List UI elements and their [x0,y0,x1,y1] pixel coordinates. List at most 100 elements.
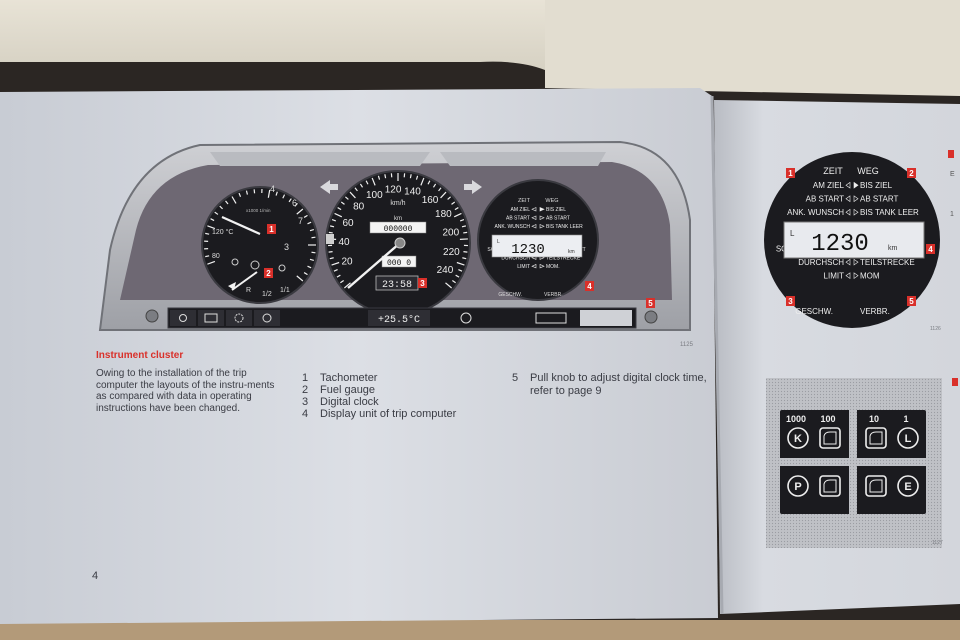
keypad-square-button[interactable] [865,475,887,497]
keypad-value-label: 100 [820,414,835,424]
speed-tick [462,257,467,260]
tc-left-arrow-icon [845,195,851,203]
tc-right-arrow-icon [539,215,545,220]
speed-tick [340,201,345,205]
tach-tick [309,228,314,232]
page-number: 4 [92,570,99,582]
tach-tick [207,225,216,230]
keypad-round-button[interactable] [787,427,809,449]
speed-tick [463,251,468,253]
speed-tick [336,274,341,278]
speed-tick [337,207,342,211]
margin-red-heading [948,150,954,158]
keypad-page-icon [869,479,883,493]
tc-row-right: AB START [860,195,898,204]
tach-tick [219,205,224,210]
background-page-left [0,0,545,70]
legend-item-1: 1 Tachometer [302,372,502,385]
tach-tick [205,232,210,235]
tach-tick [311,251,316,254]
left-knob[interactable] [145,309,159,323]
tc-row-left: AM ZIEL [511,207,531,213]
speed-tick-label: 160 [422,195,439,206]
coolant-icon [231,258,239,266]
section-heading: Instrument cluster [96,350,184,361]
tc-footer-right: VERBR. [544,292,563,298]
speed-needle [347,242,401,289]
keypad-round-button[interactable] [897,475,919,497]
trip-odometer-display: 000 0 [387,259,411,268]
keypad-square-button[interactable] [865,427,887,449]
temp-label-80: 80 [212,253,220,260]
speed-tick [415,175,419,180]
tc-left-arrow-icon [531,207,537,212]
legend-number: 2 [302,384,309,396]
legend-number: 4 [302,408,309,420]
glow-plug-icon [234,313,244,323]
speed-tick [420,177,425,186]
legend-number: 3 [302,396,309,408]
tc-right-arrow-icon [853,208,859,216]
callout-number: 5 [909,297,914,306]
arrow-right-icon [464,180,482,194]
keypad-round-button[interactable] [897,427,919,449]
fuel-needle [231,271,258,291]
legend-item-2: 2 Fuel gauge [302,384,502,397]
tach-tick [207,260,216,265]
speed-unit-label: km/h [390,200,405,207]
tc-row-left: LIMIT [824,271,845,280]
speed-tick [461,225,467,228]
callout-marker [907,296,916,306]
callout-number: 2 [266,269,271,278]
keypad-letter: E [904,481,911,493]
speed-tick [463,231,468,234]
speed-tick [333,269,338,272]
detail-footer-right: VERBR. [860,307,890,316]
seatbelt-icon [535,312,567,324]
legend-label: Display unit of trip computer [320,408,457,420]
detail-header-weg: WEG [857,166,879,176]
speed-tick [432,183,437,188]
speed-tick-label: 60 [343,218,355,229]
speed-tick [359,183,364,188]
callout-marker [907,168,916,178]
callout-marker [264,268,273,278]
tc-right-arrow-icon [539,207,545,212]
keypad-square-button[interactable] [819,427,841,449]
tc-left-arrow-icon [531,215,537,220]
keypad-figure-id: 1127 [932,540,943,546]
tach-tick [238,192,242,198]
digital-clock-display: 23:58 [382,280,412,291]
detail-lcd [783,221,925,259]
tach-tick [282,194,286,199]
tc-row-right: MOM. [546,264,560,270]
outside-temp-display: +25.5°C [378,314,420,326]
keypad-square-button[interactable] [819,475,841,497]
speed-tick [344,196,349,200]
detail-figure-id: 1126 [930,326,941,332]
clock-adjust-knob[interactable] [644,310,658,324]
tach-tick [225,200,229,205]
tc-left-arrow-icon [845,272,851,280]
keypad-round-button[interactable] [787,475,809,497]
callout-marker [786,168,795,178]
abs-icon [460,312,472,324]
odometer-unit-label: km [394,216,402,222]
oil-icon [278,264,286,272]
tach-tick [294,202,298,207]
callout-marker [926,244,935,254]
speed-tick [349,191,356,199]
speed-tick [331,218,337,222]
speed-tick [340,279,345,284]
margin-snippet-1: E [950,171,955,178]
legend-label: Tachometer [320,372,378,384]
callout-marker [418,278,427,288]
speed-tick [371,177,376,186]
speed-tick-label: 100 [366,190,383,201]
tc-row-right: TEILSTRECKE [860,258,915,267]
legend-item-4: 4 Display unit of trip computer [302,408,502,421]
detail-lcd-value: 1230 [811,231,869,258]
